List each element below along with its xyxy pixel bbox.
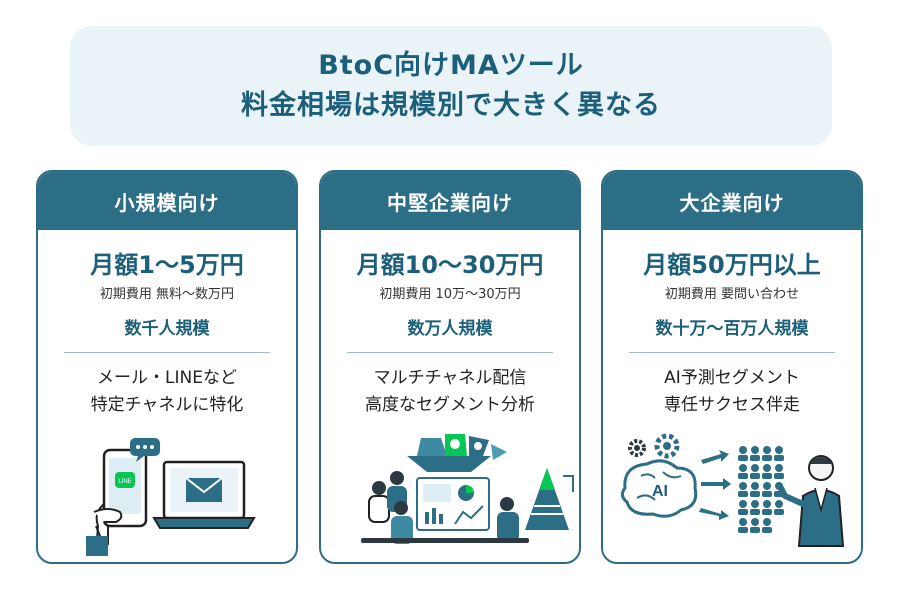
features: AI予測セグメント 専任サクセス伴走 [603,365,861,419]
title-line-2: 料金相場は規模別で大きく異なる [241,90,661,121]
features: マルチチャネル配信 高度なセグメント分析 [321,365,579,419]
price: 月額10〜30万円 [356,251,544,279]
price: 月額50万円以上 [643,251,821,279]
laptop-mail-icon [152,460,256,529]
feature-line: 特定チャネルに特化 [90,395,244,415]
feature-line: AI予測セグメント [664,368,800,388]
mid-illustration [361,434,574,544]
divider [64,352,270,353]
features: メール・LINEなど 特定チャネルに特化 [38,365,296,419]
channel-fan-icon [407,434,507,472]
initial-cost: 初期費用 10万〜30万円 [379,287,521,302]
card-header: 中堅企業向け [321,172,579,230]
initial-cost: 初期費用 無料〜数万円 [99,287,235,302]
card-large: 大企業向け 月額50万円以上 初期費用 要問い合わせ 数十万〜百万人規模 AI予… [601,170,863,564]
ai-label: AI [652,483,668,500]
card-header: 小規模向け [38,172,296,230]
svg-text:LINE: LINE [118,479,131,485]
card-mid: 中堅企業向け 月額10〜30万円 初期費用 10万〜30万円 数万人規模 マルチ… [319,170,581,564]
arrows-icon [699,450,731,520]
initial-cost: 初期費用 要問い合わせ [664,287,800,302]
price: 月額1〜5万円 [90,251,244,279]
card-header: 大企業向け [603,172,861,230]
card-small: 小規模向け 月額1〜5万円 初期費用 無料〜数万円 数千人規模 メール・LINE… [36,170,298,564]
title-box: BtoC向けMAツール 料金相場は規模別で大きく異なる [70,26,832,146]
feature-line: メール・LINEなど [97,368,237,388]
audience-grid-icon [738,446,784,533]
scale: 数千人規模 [124,319,210,339]
gear-icon [628,433,680,459]
team-meeting-icon [361,471,529,544]
small-illustration: LINE [86,438,256,556]
feature-line: 専任サクセス伴走 [664,395,800,415]
pyramid-icon [525,468,574,530]
scale: 数万人規模 [407,319,493,339]
feature-line: 高度なセグメント分析 [365,395,535,415]
presenter-icon [778,455,845,547]
scale: 数十万〜百万人規模 [655,319,809,339]
title-line-1: BtoC向けMAツール [318,50,584,81]
ai-brain-icon: AI [620,459,698,518]
dashboard-board-icon [416,477,490,531]
smartphone-line-icon: LINE [86,438,160,556]
divider [347,352,553,353]
divider [629,352,835,353]
feature-line: マルチチャネル配信 [373,368,527,388]
large-illustration: AI [620,433,845,547]
